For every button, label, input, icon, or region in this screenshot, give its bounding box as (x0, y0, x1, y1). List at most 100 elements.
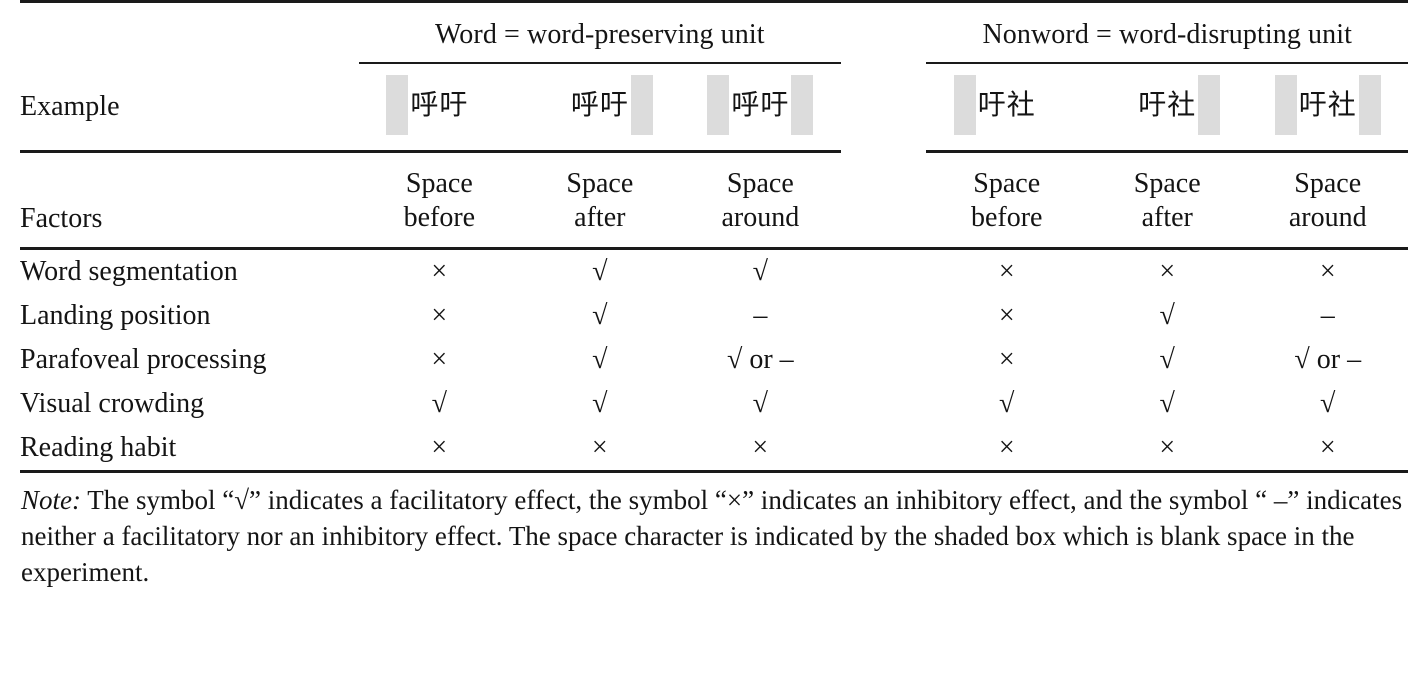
note-label: Note: (21, 485, 81, 516)
table-cell: × (998, 344, 1015, 376)
column-header-line2: after (1141, 202, 1193, 234)
group-rule-row (20, 61, 1408, 64)
column-header-word-space-around: Space around (680, 153, 841, 249)
space-box-before (953, 74, 976, 135)
table-note: Note: The symbol “√” indicates a facilit… (20, 483, 1408, 591)
column-header-word-space-after: Space after (520, 153, 681, 249)
table-cell: √ (592, 388, 608, 420)
column-header-nonword-space-before: Space before (926, 153, 1087, 249)
row-gap (841, 338, 927, 382)
group-header-row: Word = word-preserving unit Nonword = wo… (20, 3, 1408, 61)
example-cell-nonword-space-before: 吁社 (926, 64, 1087, 150)
table-cell: √ (1159, 300, 1175, 332)
table-cell: × (998, 432, 1015, 464)
column-header-line1: Space (726, 168, 794, 199)
column-header-row: Factors Space before Space after Space a… (20, 153, 1408, 249)
table-cell: √ or – (726, 344, 794, 376)
table-cell: × (431, 344, 448, 376)
example-cell-nonword-space-after: 吁社 (1087, 64, 1248, 150)
example-text: 呼吁 (731, 87, 790, 121)
space-box-before-empty (547, 75, 569, 135)
space-box-after (630, 74, 653, 135)
example-gap (841, 64, 927, 150)
table-cell: √ (1159, 344, 1175, 376)
table-cell: × (752, 432, 769, 464)
table-cell: √ (592, 344, 608, 376)
row-label: Reading habit (20, 432, 177, 464)
column-header-line2: after (574, 202, 626, 234)
example-text: 呼吁 (410, 87, 469, 121)
column-header-nonword-space-around: Space around (1247, 153, 1408, 249)
space-box-before-empty (1114, 75, 1136, 135)
space-box-after (1358, 74, 1381, 135)
example-cell-nonword-space-around: 吁社 (1247, 64, 1408, 150)
group-header-word: Word = word-preserving unit (435, 19, 765, 50)
space-box-after (1198, 74, 1221, 135)
example-row: Example 呼吁 呼吁 (20, 64, 1408, 150)
table-cell: √ (431, 388, 448, 420)
comparison-table: Word = word-preserving unit Nonword = wo… (20, 0, 1408, 475)
table-row: Landing position × √ – × √ – (20, 294, 1408, 338)
row-label: Parafoveal processing (20, 344, 267, 376)
table-cell: √ (1320, 388, 1336, 420)
column-header-gap (841, 153, 927, 249)
column-header-line2: before (970, 202, 1043, 234)
group-header-nonword: Nonword = word-disrupting unit (982, 19, 1352, 50)
group-rule-word (359, 61, 841, 64)
table-cell: √ (1159, 388, 1175, 420)
row-gap (841, 426, 927, 472)
column-header-line2: around (1288, 202, 1367, 234)
column-header-nonword-space-after: Space after (1087, 153, 1248, 249)
column-header-line1: Space (973, 168, 1041, 199)
column-header-line1: Space (1133, 168, 1201, 199)
table-cell: – (753, 300, 768, 332)
table-row: Word segmentation × √ √ × × × (20, 250, 1408, 294)
example-rule-nonword (926, 150, 1408, 153)
table-row: Visual crowding √ √ √ √ √ √ (20, 382, 1408, 426)
table-cell: √ (752, 388, 769, 420)
column-header-line2: around (721, 202, 800, 234)
table-cell: × (1319, 256, 1336, 288)
table-row: Parafoveal processing × √ √ or – × √ √ o… (20, 338, 1408, 382)
factors-row-label: Factors (20, 203, 103, 235)
table-cell: – (1320, 300, 1335, 332)
table-row: Reading habit × × × × × × (20, 426, 1408, 472)
table-top-rule (20, 0, 1408, 4)
body-top-rule (20, 247, 1408, 252)
column-header-line1: Space (1294, 168, 1362, 199)
table-cell: × (1159, 256, 1176, 288)
example-text: 吁社 (977, 87, 1036, 121)
row-gap (841, 382, 927, 426)
example-cell-word-space-around: 呼吁 (680, 64, 841, 150)
space-box-after-empty (1038, 75, 1060, 135)
note-text: The symbol “√” indicates a facilitatory … (21, 485, 1403, 588)
table-cell: √ (999, 388, 1015, 420)
table-bottom-rule (20, 470, 1408, 475)
space-box-before (386, 74, 409, 135)
example-cell-word-space-after: 呼吁 (520, 64, 681, 150)
table-cell: × (998, 300, 1015, 332)
column-header-line1: Space (566, 168, 634, 199)
example-text: 呼吁 (570, 87, 629, 121)
table-cell: √ (592, 300, 608, 332)
example-rule-row (20, 150, 1408, 153)
example-cell-word-space-before: 呼吁 (359, 64, 520, 150)
space-box-after-empty (470, 75, 492, 135)
table-cell: × (591, 432, 608, 464)
group-header-gap (841, 3, 927, 61)
table-cell: √ or – (1294, 344, 1362, 376)
example-text: 吁社 (1298, 87, 1357, 121)
row-gap (841, 250, 927, 294)
example-text: 吁社 (1138, 87, 1197, 121)
row-label: Landing position (20, 300, 211, 332)
table-cell: × (1319, 432, 1336, 464)
example-row-label: Example (20, 91, 120, 122)
table-cell: × (998, 256, 1015, 288)
group-rule-nonword (926, 61, 1408, 64)
space-box-before (1274, 74, 1297, 135)
table-cell: × (431, 300, 448, 332)
row-gap (841, 294, 927, 338)
row-label: Word segmentation (20, 256, 238, 288)
table-cell: × (431, 256, 448, 288)
